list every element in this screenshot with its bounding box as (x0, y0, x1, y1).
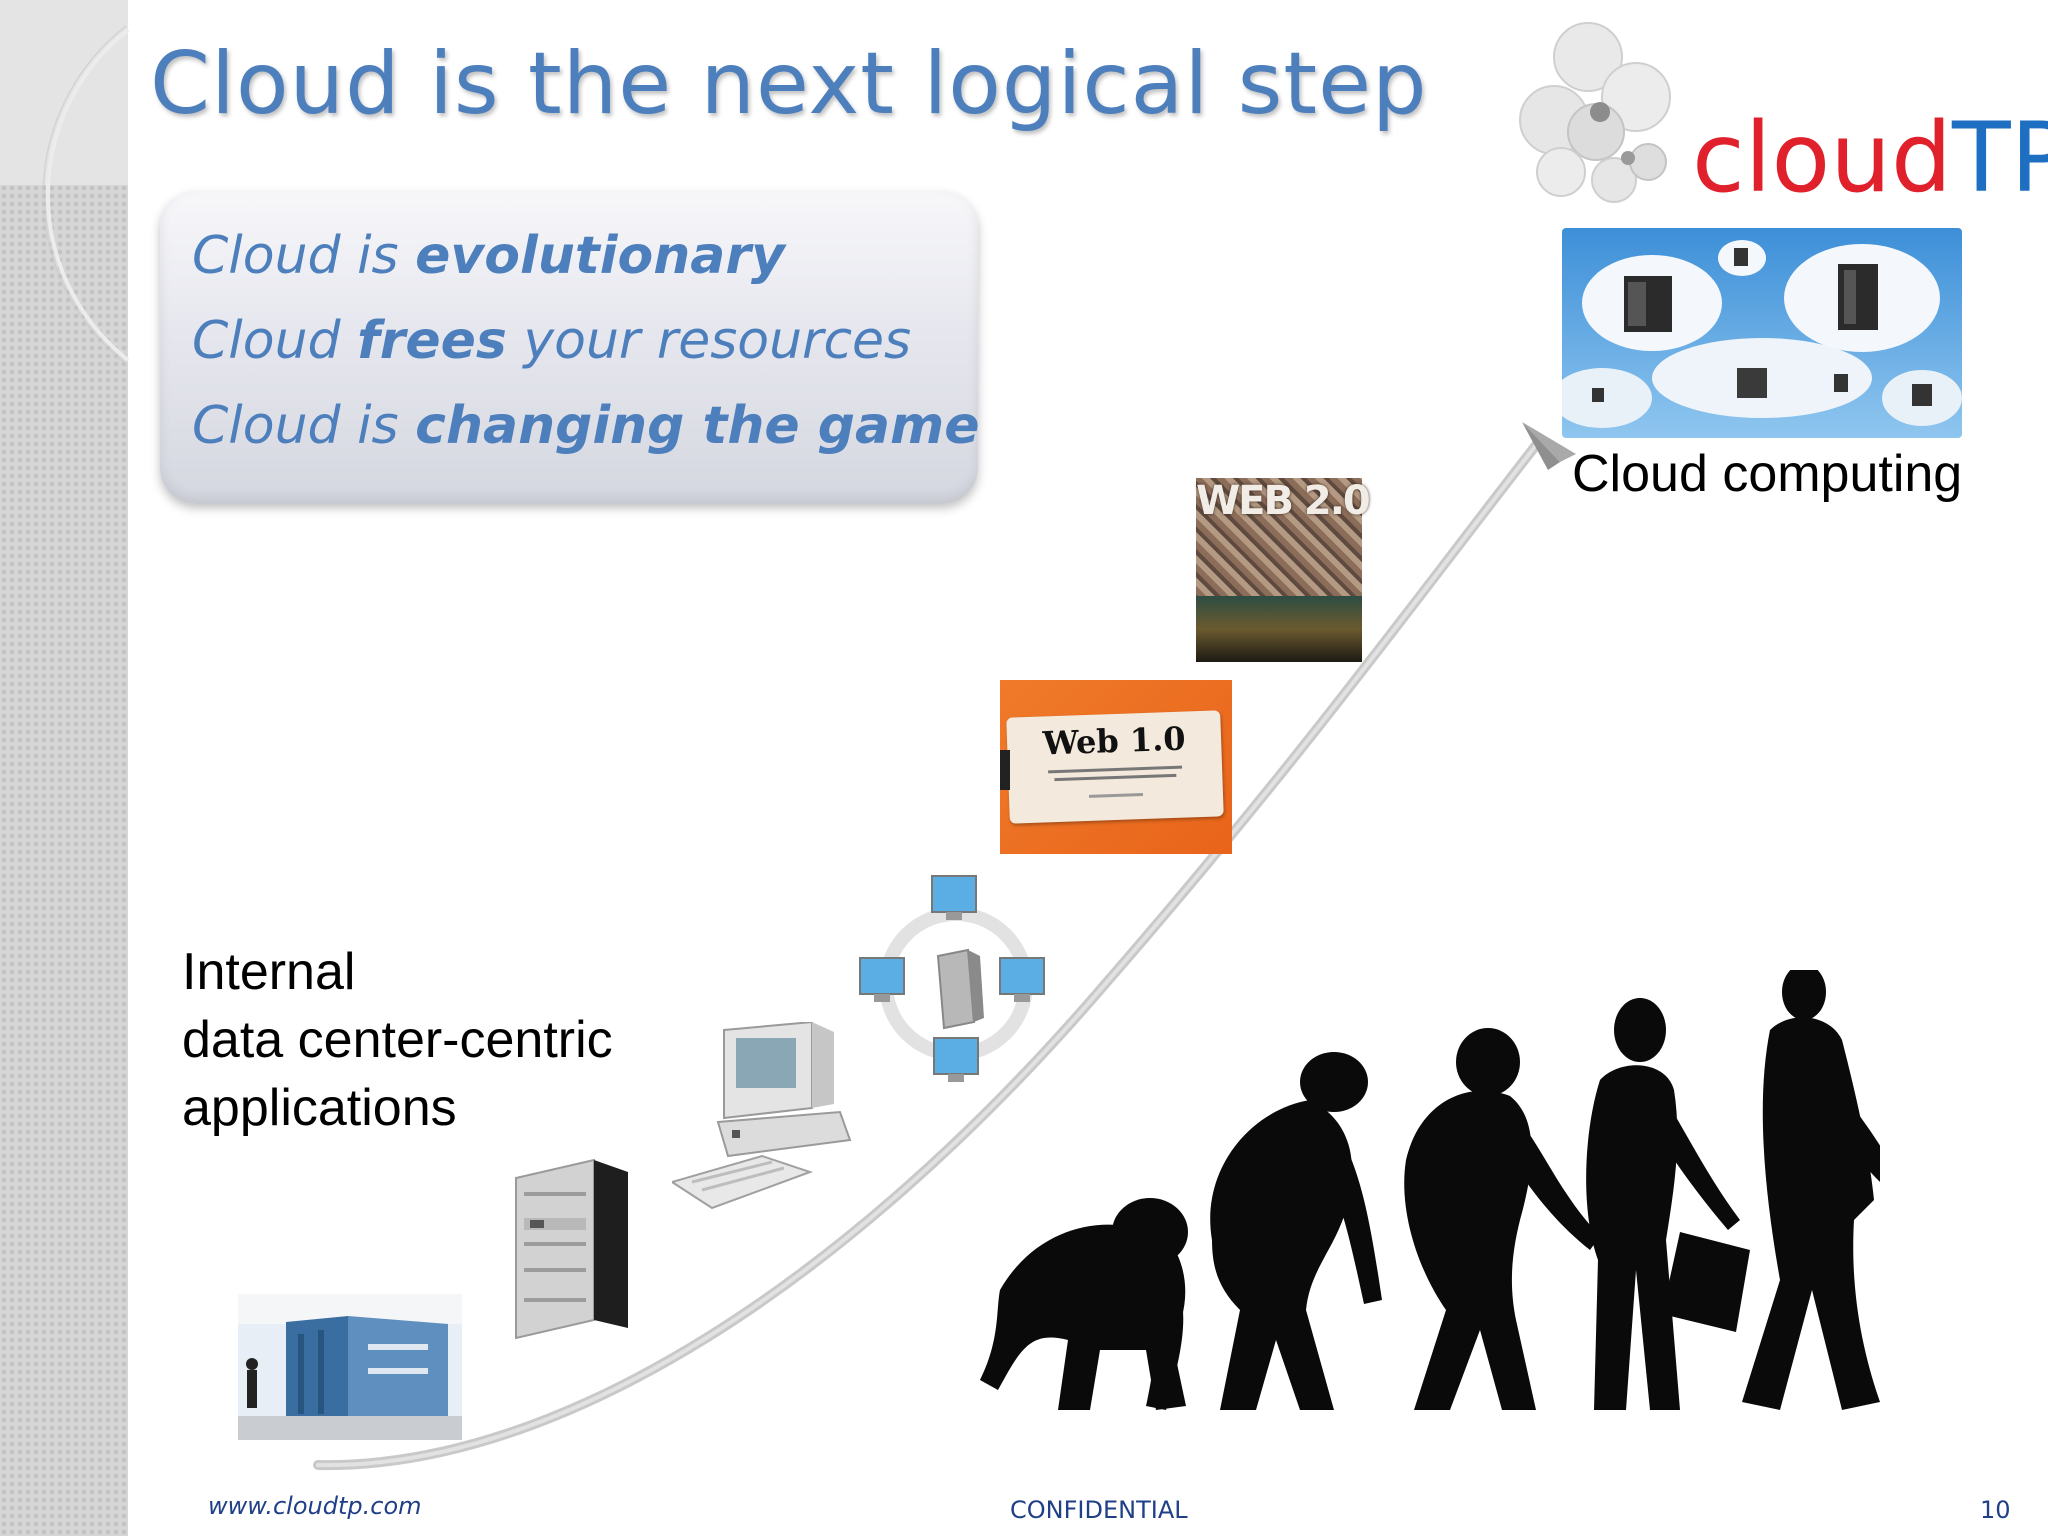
logo-wordmark: cloudTP (1692, 102, 2048, 214)
cloudtp-logo: cloudTP (1496, 12, 2048, 222)
caption-start-line-3: applications (182, 1079, 457, 1137)
sidebar-top-panel (0, 0, 128, 185)
caption-start-line-1: Internal (182, 943, 356, 1001)
logo-bubbles-icon (1519, 22, 1671, 203)
footer-confidential: CONFIDENTIAL (1010, 1496, 1188, 1524)
web-1-sign-clip (1000, 750, 1010, 790)
silhouette-upright-human (1586, 998, 1740, 1410)
monitor-bottom-icon (933, 1037, 979, 1082)
monitor-top-icon (931, 875, 977, 920)
web-2-street-photo (1196, 596, 1362, 662)
bullet-evolutionary: Cloud is evolutionary (192, 226, 785, 286)
caption-start-line-2: data center-centric (182, 1011, 613, 1069)
bullet-frees-resources: Cloud frees your resources (192, 311, 912, 371)
web-1-sign-photo: Web 1.0 (1000, 680, 1232, 854)
web-2-collage-photo: WEB 2.0 (1196, 478, 1371, 662)
footer-page-number: 10 (1980, 1496, 2011, 1524)
web-1-sign-fineprint (1048, 765, 1183, 774)
silhouette-businessman (1742, 970, 1880, 1410)
web-1-sign-fineprint-2 (1054, 773, 1177, 782)
caption-start: Internal data center-centric application… (182, 938, 613, 1142)
desktop-computer-icon (672, 1022, 852, 1210)
client-server-network-icon (859, 875, 1045, 1082)
mainframe-photo (238, 1294, 462, 1440)
web-2-banner: WEB 2.0 (1196, 478, 1371, 524)
silhouette-monkey (980, 1198, 1188, 1410)
cloud-servers-icon (1562, 228, 1962, 438)
web-1-sign-card: Web 1.0 (1006, 710, 1224, 824)
footer-website[interactable]: www.cloudtp.com (208, 1492, 422, 1520)
slide-title: Cloud is the next logical step (150, 34, 1428, 134)
monitor-right-icon (999, 957, 1045, 1002)
briefcase-icon (1662, 1232, 1750, 1332)
web-1-sign-title: Web 1.0 (1042, 719, 1187, 763)
bullet-changing-game: Cloud is changing the game (192, 396, 980, 456)
monitor-left-icon (859, 957, 905, 1002)
silhouette-early-human (1404, 1028, 1600, 1410)
silhouette-ape (1210, 1052, 1382, 1410)
server-tower-icon (515, 1158, 628, 1340)
caption-cloud-computing: Cloud computing (1572, 445, 1963, 503)
decorative-sidebar (0, 0, 128, 1536)
web-1-sign-fineprint-3 (1088, 793, 1144, 798)
bullet-box: Cloud is evolutionary Cloud frees your r… (160, 192, 980, 504)
decorative-arc (42, 25, 130, 365)
human-evolution-silhouettes (980, 970, 1880, 1410)
